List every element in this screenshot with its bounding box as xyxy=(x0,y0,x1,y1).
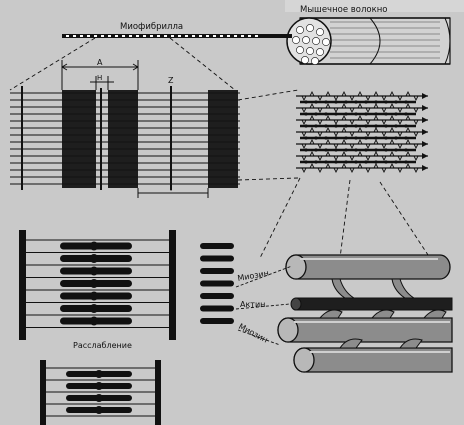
muscle-fiber xyxy=(286,17,451,65)
label-leader-lines xyxy=(235,265,293,346)
sarcomere-model xyxy=(19,230,234,340)
actin-myosin-molecular-view xyxy=(277,254,453,373)
sarcomere xyxy=(10,86,240,190)
relaxation-label: Расслабление xyxy=(73,341,132,350)
myofibril-label: Миофибрилла xyxy=(120,22,183,32)
band-a-marker xyxy=(61,60,139,90)
line-z-label: Z xyxy=(168,76,174,85)
band-h-label: H xyxy=(97,74,102,82)
thick-thin-filaments-zoom xyxy=(296,90,428,174)
band-i-label: I xyxy=(170,185,172,193)
band-i-marker xyxy=(137,188,209,198)
actin-label: Актин xyxy=(240,300,265,309)
actin-filament xyxy=(295,297,453,311)
myofibril xyxy=(62,34,292,38)
zoom-lines-molecular xyxy=(259,177,431,259)
band-a-label: A xyxy=(97,58,103,67)
sarcomere-relaxed xyxy=(40,360,161,425)
zoom-lines-myofibril xyxy=(9,37,236,91)
band-h-marker xyxy=(90,76,114,90)
zoom-lines-filament xyxy=(237,89,299,181)
fiber-cross-section xyxy=(292,24,330,65)
muscle-fiber-label: Мышечное волокно xyxy=(300,5,388,15)
top-paper-strip xyxy=(285,0,464,12)
